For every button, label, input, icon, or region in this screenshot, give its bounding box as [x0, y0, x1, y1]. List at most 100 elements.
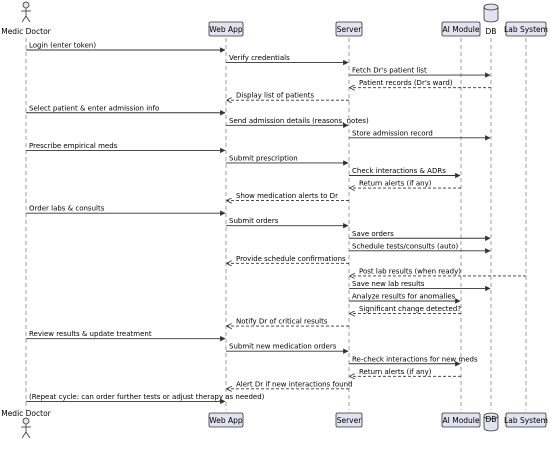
- message-label: Show medication alerts to Dr: [236, 192, 338, 200]
- lifelines: [25, 38, 527, 410]
- message-label: Check interactions & ADRs: [352, 167, 446, 175]
- message: Prescribe empirical meds: [26, 142, 226, 154]
- message: Submit prescription: [226, 154, 349, 166]
- participant-label: AI Module: [443, 25, 480, 34]
- message-label: Analyze results for anomalies: [352, 293, 456, 301]
- actor-leg: [25, 15, 31, 23]
- participant-label: Lab System: [504, 416, 548, 425]
- message: Notify Dr of critical results: [227, 318, 349, 327]
- message-label: Store admission record: [352, 129, 433, 137]
- participant-box: [505, 412, 547, 428]
- message: Display list of patients: [227, 92, 349, 101]
- message: Verify credentials: [226, 54, 349, 66]
- message-label: Review results & update treatment: [29, 330, 152, 338]
- database-icon: [483, 7, 499, 23]
- message-label: Submit new medication orders: [229, 343, 337, 351]
- message-label: Select patient & enter admission info: [29, 104, 159, 112]
- message: Review results & update treatment: [26, 330, 226, 342]
- participant-box: [441, 412, 481, 428]
- message-label: Save orders: [352, 230, 394, 238]
- message-label: Re-check interactions for new meds: [352, 355, 478, 363]
- participant-label: Medic Doctor: [1, 27, 51, 36]
- participant-db: DB: [483, 3, 499, 36]
- message: Fetch Dr's patient list: [349, 67, 491, 78]
- participant-box: [441, 21, 481, 37]
- message-label: (Repeat cycle: can order further tests o…: [29, 393, 265, 401]
- participant-webapp: Web App: [208, 21, 244, 37]
- message: Patient records (Dr's ward): [350, 79, 491, 88]
- message: Save new lab results: [349, 280, 491, 292]
- participant-webapp: Web App: [208, 412, 244, 428]
- participant-box: [208, 412, 244, 428]
- participant-lab: Lab System: [504, 412, 548, 428]
- participant-label: AI Module: [443, 416, 480, 425]
- message: Provide schedule confirmations: [227, 255, 349, 264]
- message: Return alerts (if any): [350, 180, 461, 189]
- message: Check interactions & ADRs: [349, 167, 461, 179]
- participant-box: [208, 21, 244, 37]
- message: Show medication alerts to Dr: [227, 192, 349, 201]
- participant-label: Server: [337, 25, 363, 34]
- message-label: Schedule tests/consults (auto): [352, 242, 459, 250]
- message-label: Return alerts (if any): [359, 368, 432, 376]
- message-label: Significant change detected?: [359, 305, 461, 313]
- message: Submit orders: [226, 217, 349, 229]
- participant-server: Server: [335, 412, 363, 428]
- participant-label: DB: [486, 415, 497, 424]
- participant-box: [335, 412, 363, 428]
- actor-leg: [21, 15, 27, 23]
- participant-label: Lab System: [504, 25, 548, 34]
- message: Post lab results (when ready): [350, 267, 526, 276]
- message: Save orders: [349, 230, 491, 241]
- message: Submit new medication orders: [226, 343, 349, 354]
- message: Schedule tests/consults (auto): [349, 242, 491, 254]
- participant-label: Medic Doctor: [1, 409, 51, 418]
- database-top: [483, 3, 499, 11]
- participant-lab: Lab System: [504, 21, 548, 37]
- message-label: Submit prescription: [229, 154, 298, 162]
- actor-leg: [21, 431, 27, 439]
- message: Store admission record: [349, 129, 491, 141]
- message-label: Return alerts (if any): [359, 180, 432, 188]
- message-label: Display list of patients: [236, 92, 314, 100]
- participant-label: Server: [337, 416, 363, 425]
- message-label: Verify credentials: [229, 54, 290, 62]
- message: Significant change detected?: [350, 305, 461, 314]
- message: Order labs & consults: [26, 205, 226, 216]
- message-label: Prescribe empirical meds: [29, 142, 118, 150]
- message-label: Alert Dr if new interactions found: [236, 380, 353, 388]
- message: Login (enter token): [26, 42, 226, 53]
- participant-db: DB: [483, 412, 499, 432]
- participants-top: Medic Doctor Web App Server AI Module DB Lab …: [1, 1, 548, 37]
- message-label: Submit orders: [229, 217, 279, 225]
- message: (Repeat cycle: can order further tests o…: [26, 393, 265, 405]
- message-label: Login (enter token): [29, 42, 96, 50]
- message-label: Provide schedule confirmations: [236, 255, 346, 263]
- database-icon: [483, 416, 499, 432]
- actor-head-icon: [22, 417, 30, 425]
- message: Re-check interactions for new meds: [349, 355, 478, 367]
- messages: Login (enter token) Verify credentialsFet…: [26, 42, 526, 405]
- message-label: Post lab results (when ready): [359, 267, 461, 275]
- message: Select patient & enter admission info: [26, 104, 226, 116]
- message: Alert Dr if new interactions found: [227, 380, 353, 389]
- participant-box: [505, 21, 547, 37]
- participant-label: DB: [486, 27, 497, 36]
- participant-server: Server: [335, 21, 363, 37]
- actor-head-icon: [22, 1, 30, 9]
- message: Send admission details (reasons, notes): [226, 117, 369, 129]
- participant-ai: AI Module: [441, 412, 481, 428]
- participant-box: [335, 21, 363, 37]
- message-label: Save new lab results: [352, 280, 425, 288]
- message-label: Notify Dr of critical results: [236, 318, 328, 326]
- message: Analyze results for anomalies: [349, 293, 461, 304]
- message-label: Order labs & consults: [29, 205, 105, 213]
- participant-doctor: Medic Doctor: [1, 409, 52, 439]
- actor-leg: [25, 431, 31, 439]
- participant-ai: AI Module: [441, 21, 481, 37]
- database-top: [483, 412, 499, 420]
- message-label: Fetch Dr's patient list: [352, 67, 427, 75]
- participant-label: Web App: [209, 25, 243, 34]
- participant-doctor: Medic Doctor: [1, 1, 52, 36]
